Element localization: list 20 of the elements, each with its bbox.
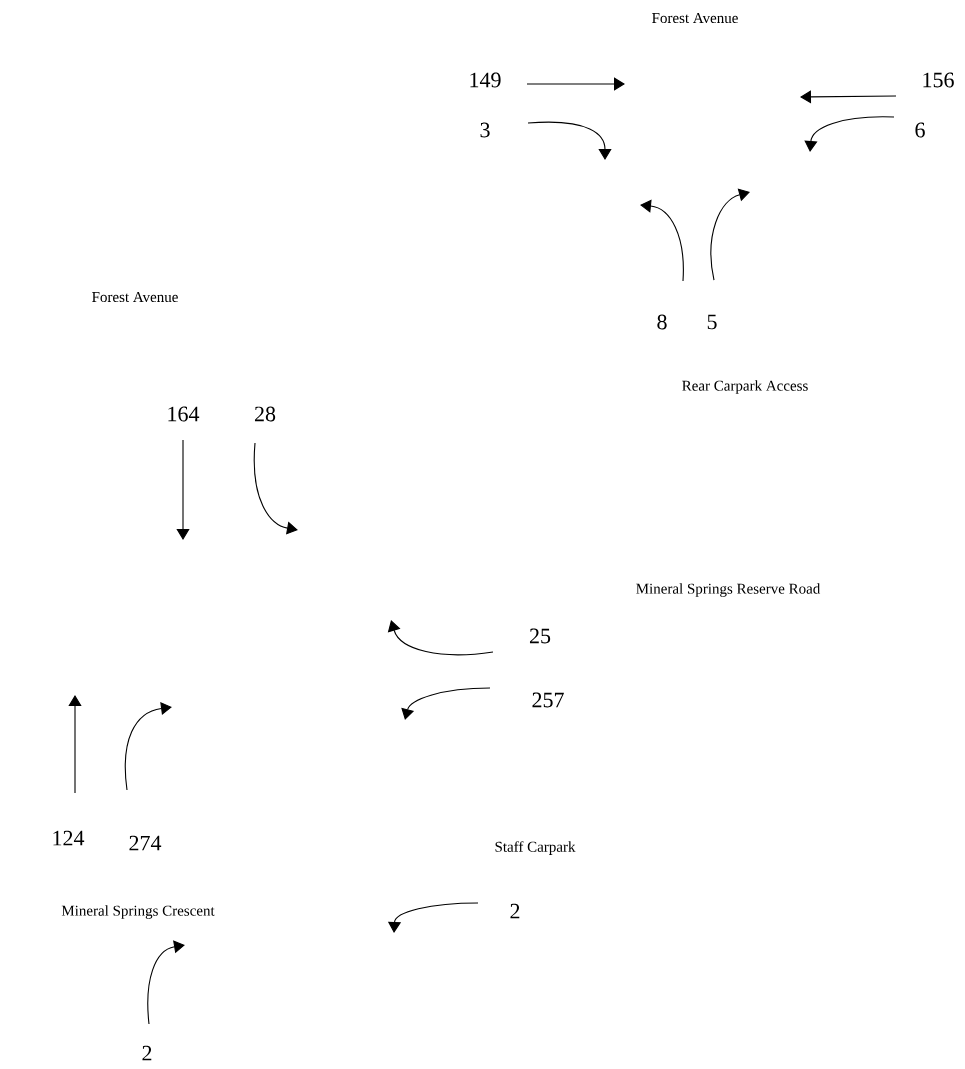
- street-name: Rear Carpark Access: [682, 380, 808, 394]
- count-number: 2: [510, 903, 520, 919]
- count-number: 149: [470, 72, 501, 88]
- street-name: Mineral Springs Reserve Road: [636, 583, 821, 597]
- count-number: 5: [707, 314, 717, 330]
- street-name: Forest Avenue: [652, 13, 738, 24]
- street-name: Mineral Springs Crescent: [61, 905, 215, 919]
- count-number: 6: [915, 122, 925, 138]
- count-number: 124: [53, 830, 85, 846]
- count-number: 2: [142, 1045, 152, 1061]
- count-number: 3: [480, 122, 490, 138]
- count-number: 28: [254, 406, 276, 422]
- count-number: 257: [532, 692, 564, 708]
- street-name: Staff Carpark: [495, 841, 576, 855]
- count-number: 25: [529, 628, 551, 644]
- count-number: 156: [923, 72, 954, 88]
- count-number: 274: [129, 835, 162, 851]
- street-name: Forest Avenue: [92, 292, 178, 303]
- count-number: 164: [168, 406, 200, 422]
- count-number: 8: [657, 314, 667, 330]
